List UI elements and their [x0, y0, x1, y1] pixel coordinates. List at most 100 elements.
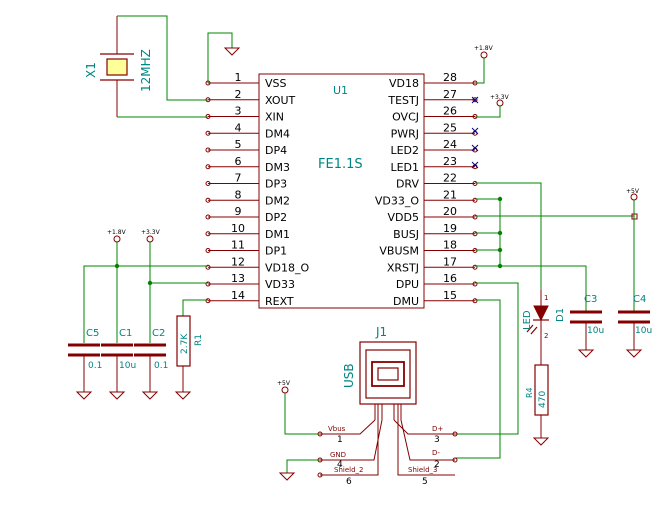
ic-pin-number: 4 [235, 121, 242, 134]
ic-pin-name: DM2 [265, 194, 290, 207]
ic-pin-number: 9 [235, 205, 242, 218]
usb-pin-name-dminus: D- [432, 449, 440, 457]
vd18o-wire [83, 265, 208, 343]
usb-pin-num-4: 4 [337, 460, 343, 470]
led-ref: D1 [555, 308, 566, 322]
resistor-r1[interactable] [174, 315, 192, 400]
ic-pin-end [205, 264, 211, 270]
ic-pin-name: DPU [396, 278, 419, 291]
r1-ref: R1 [194, 334, 204, 346]
ic-pin-name: LED1 [390, 161, 419, 174]
ic-pin-number: 5 [235, 138, 242, 151]
crystal-ref: X1 [84, 62, 98, 78]
ground-icon [223, 47, 241, 56]
ic-pin-number: 14 [231, 289, 245, 302]
capacitor-c3[interactable] [570, 310, 602, 358]
ic-pin-name: LED2 [390, 144, 419, 157]
ic-pin-end [472, 298, 478, 304]
ic-pin-end [472, 281, 478, 287]
capacitor-c5[interactable] [68, 343, 100, 400]
ic-pin-name: TESTJ [387, 94, 419, 107]
xrstj-wire [475, 265, 587, 312]
ic-pin-number: 7 [235, 172, 242, 185]
ground-icon [278, 472, 296, 481]
ic-pin-name: VD18 [389, 77, 419, 90]
pwr-left-33v: +3.3V [141, 229, 161, 236]
capacitor-c1[interactable] [101, 343, 133, 400]
c3-value: 10u [587, 326, 604, 336]
crystal-x1[interactable] [100, 16, 134, 117]
c4-value: 10u [635, 326, 652, 336]
ic-pin-end [205, 164, 211, 170]
junction-dot [497, 196, 503, 202]
c5-ref: C5 [86, 328, 99, 339]
pwr-usb-5v: +5V [277, 380, 291, 387]
ic-pin-end [472, 231, 478, 237]
usb-pin-num-1: 1 [337, 435, 343, 445]
ic-pin-number: 8 [235, 188, 242, 201]
power-flag-icon [113, 235, 121, 243]
ic-right-pins: 28VD1827TESTJ26OVCJ25PWRJ24LED223LED122D… [375, 71, 478, 308]
ic-pin-name: VBUSM [379, 245, 419, 258]
c3-ref: C3 [584, 294, 597, 305]
ovcj-wire [475, 106, 501, 118]
ic-pin-number: 23 [443, 155, 457, 168]
c4-ref: C4 [633, 294, 646, 305]
ic-pin-number: 13 [231, 272, 245, 285]
usb-pin-end [452, 431, 458, 437]
rext-wire [182, 299, 208, 316]
ic-pin-number: 2 [235, 88, 242, 101]
capacitor-c4[interactable] [618, 310, 650, 358]
ic-pin-end [472, 197, 478, 203]
ic-pin-end [472, 264, 478, 270]
led-cathode-pin: 2 [544, 332, 548, 340]
ic-pin-number: 20 [443, 205, 457, 218]
ic-pin-end [205, 298, 211, 304]
ic-body[interactable] [258, 73, 425, 309]
xtal-wire-xout [117, 15, 208, 101]
usb-pin-end [452, 457, 458, 463]
ic-pin-name: XIN [265, 111, 284, 124]
ic-pin-name: PWRJ [391, 127, 419, 140]
led-d1[interactable] [526, 290, 549, 365]
crystal-value: 12MHZ [139, 49, 153, 92]
ic-pin-name: BUSJ [393, 228, 419, 241]
junction-dot [147, 280, 153, 286]
ic-pin-number: 19 [443, 222, 457, 235]
vss-wire [207, 32, 233, 83]
ic-pin-name: VD33_O [375, 194, 419, 207]
pwr-top-18v: +1.8V [474, 45, 494, 52]
usb-connector-j1[interactable] [320, 341, 455, 476]
pwr-left-18v: +1.8V [107, 229, 127, 236]
dmu-wire [455, 299, 501, 459]
ic-pin-end [205, 147, 211, 153]
power-flag-icon [480, 51, 488, 59]
pwr-right-5v: +5V [626, 188, 640, 195]
ic-pin-end [472, 214, 478, 220]
usb-pin-num-6: 6 [346, 477, 352, 487]
ic-pin-number: 27 [443, 88, 457, 101]
c1-value: 10u [119, 361, 136, 371]
ic-pin-end [205, 214, 211, 220]
capacitor-c2[interactable] [134, 343, 166, 400]
ic-pin-number: 26 [443, 105, 457, 118]
ic-pin-number: 22 [443, 172, 457, 185]
ic-pin-name: DP4 [265, 144, 287, 157]
power-flag-icon [281, 386, 289, 394]
ic-pin-number: 10 [231, 222, 245, 235]
ic-pin-number: 16 [443, 272, 457, 285]
ic-pin-number: 21 [443, 188, 457, 201]
ic-pin-number: 3 [235, 105, 242, 118]
junction-dot [114, 263, 120, 269]
resistor-r4[interactable] [532, 364, 550, 446]
ic-pin-number: 17 [443, 255, 457, 268]
ic-pin-name: OVCJ [392, 111, 419, 124]
ic-pin-end [472, 97, 478, 103]
usb-pin-num-5: 5 [422, 477, 428, 487]
power-flag-icon [146, 235, 154, 243]
drv-wire [475, 182, 542, 290]
usb-pin-name-gnd: GND [330, 451, 346, 459]
ic-value: FE1.1S [318, 157, 363, 172]
